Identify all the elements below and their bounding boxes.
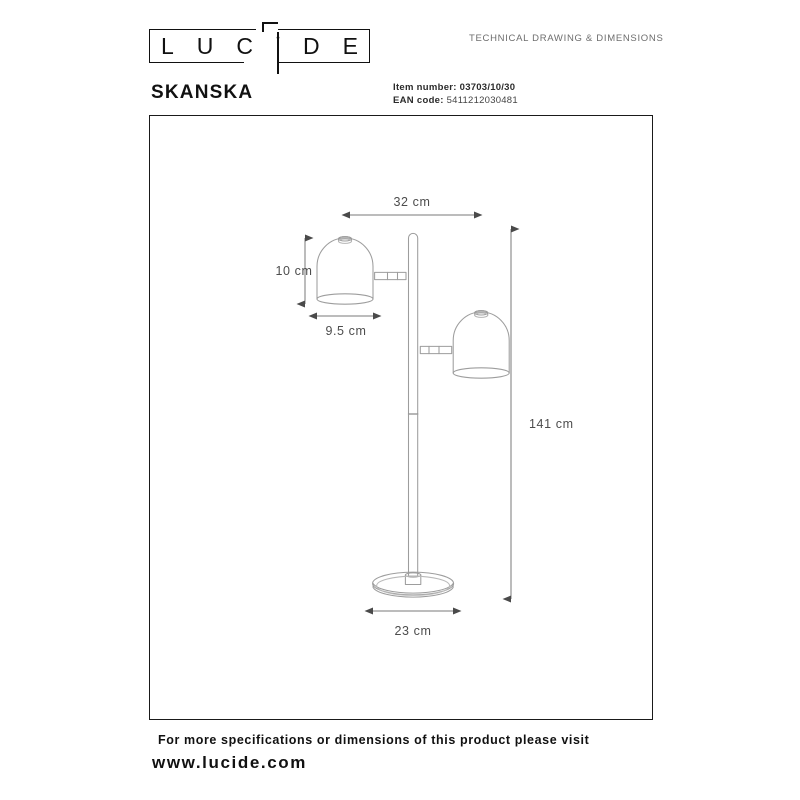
lamp-base-collar-top (404, 572, 422, 578)
item-number-row: Item number: 03703/10/30 (393, 81, 518, 94)
lucide-logo: L U C • D E (149, 22, 370, 74)
dimension-label-head-height: 10 cm (275, 264, 312, 278)
lamp-head-lower-rim (452, 367, 510, 379)
dimension-label-base-diameter: 23 cm (394, 624, 431, 638)
dimension-labels: 32 cm 10 cm 9.5 cm 141 cm 23 cm (275, 195, 573, 638)
item-number-label: Item number: (393, 82, 457, 93)
logo-letter-d: D (302, 32, 320, 59)
technical-drawing-frame: 32 cm 10 cm 9.5 cm 141 cm 23 cm (149, 115, 653, 720)
page-header: L U C • D E SKANSKA TECHNICAL DRAWING & … (0, 0, 800, 112)
lamp-base-collar (404, 574, 422, 586)
logo-top-gap (256, 27, 278, 32)
dimension-lines (296, 211, 520, 615)
ean-code-label: EAN code: (393, 95, 444, 106)
lamp-base-disc-side (372, 582, 454, 598)
lamp-head-upper-shade (316, 237, 374, 300)
lamp-pole-upper (407, 232, 419, 415)
item-metadata: Item number: 03703/10/30 EAN code: 54112… (393, 81, 518, 107)
lamp-head-lower-arm (419, 345, 453, 355)
dimension-label-width-total: 32 cm (393, 195, 430, 209)
lamp-head-lower (419, 310, 510, 379)
lamp-illustration (316, 232, 510, 598)
lamp-pole-lower (407, 413, 419, 577)
ean-code-row: EAN code: 5411212030481 (393, 94, 518, 107)
ean-code-value: 5411212030481 (446, 95, 518, 106)
lamp-head-lower-cap-top (474, 310, 489, 316)
logo-letters: L U C • D E (149, 29, 370, 63)
logo-i-stem (262, 22, 264, 32)
logo-letter-e: E (342, 32, 358, 59)
page-title: SKANSKA (151, 82, 254, 103)
lamp-head-upper-rim (316, 293, 374, 305)
item-number-value: 03703/10/30 (459, 82, 516, 93)
header-caption: TECHNICAL DRAWING & DIMENSIONS (469, 33, 664, 44)
lamp-head-lower-shade (452, 311, 510, 374)
lamp-head-upper (316, 236, 407, 305)
technical-drawing: 32 cm 10 cm 9.5 cm 141 cm 23 cm (275, 195, 573, 638)
logo-divider (277, 32, 279, 74)
logo-letter-l: L (161, 32, 174, 59)
lamp-head-upper-cap-base (337, 238, 353, 244)
footer-website[interactable]: www.lucide.com (152, 753, 307, 772)
dimension-label-head-width: 9.5 cm (325, 324, 366, 338)
lamp-head-upper-arm (374, 271, 407, 281)
logo-i-stem-cap (262, 22, 278, 24)
logo-bottom-gap (244, 60, 278, 65)
lamp-head-upper-cap-top (337, 236, 353, 242)
logo-letter-u: U (196, 32, 214, 59)
logo-letter-c: C (236, 32, 254, 59)
dimension-label-total-height: 141 cm (529, 417, 574, 431)
lamp-base-disc-inner (376, 575, 451, 596)
footer-text: For more specifications or dimensions of… (158, 733, 590, 747)
lamp-head-lower-cap-base (474, 312, 489, 318)
